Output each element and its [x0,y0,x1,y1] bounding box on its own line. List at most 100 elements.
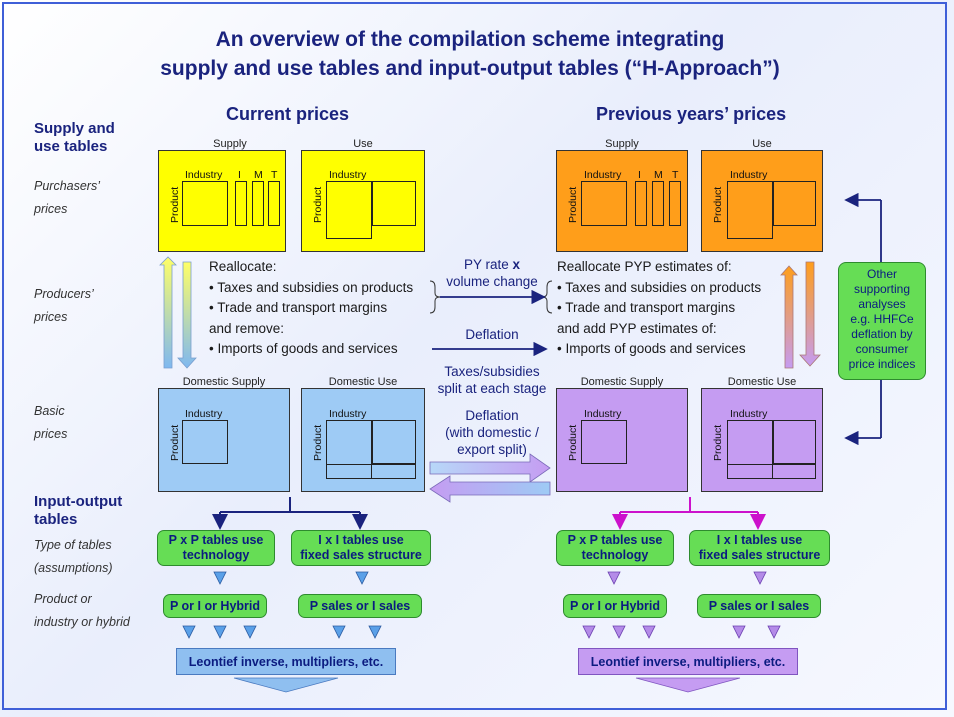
p-or-i-hybrid-box-previous: P or I or Hybrid [563,594,667,618]
left-text-line3: • Trade and transport margins [209,300,388,315]
slide-frame [2,2,947,710]
deflation-split-line3: export split) [457,442,527,457]
right-down-arrow [799,261,821,367]
industry-label: Industry [329,408,367,420]
deflation-split-line1: Deflation [465,408,519,423]
t-column [669,181,681,226]
purchasers-prices-label: Purchasers’ prices [34,175,100,221]
deflation-left-arrow [429,475,551,503]
io-heading-line1: Input-output [34,493,123,510]
left-brace [429,280,441,314]
left-text-line1: Reallocate: [209,259,277,274]
left-text-line4: and remove: [209,320,285,336]
use-bottom-row [727,464,816,479]
other-analyses-box: Other supporting analyses e.g. HHFCe def… [838,262,926,380]
ixi-line2: fixed sales structure [300,548,422,562]
right-text-line5: • Imports of goods and services [557,341,746,356]
left-text-line5: • Imports of goods and services [209,341,398,356]
chevron-down-icon [607,571,621,585]
domestic-supply-table-current: Industry Product [158,388,290,492]
supply-label-previous: Supply [605,138,639,150]
right-text-line1: Reallocate PYP estimates of: [557,259,732,274]
other-box-line3: analyses [858,297,906,311]
purchasers-line2: prices [34,202,68,216]
p-sales-box-current: P sales or I sales [298,594,422,618]
chevron-down-icon [753,571,767,585]
i-column [235,181,247,226]
chevron-down-icon [732,625,746,639]
right-reallocate-text: Reallocate PYP estimates of: • Taxes and… [557,257,761,360]
chevron-down-icon [368,625,382,639]
taxes-split-line2: split at each stage [437,381,547,396]
title-line2: supply and use tables and input-output t… [160,57,780,80]
product-line2: industry or hybrid [34,615,130,629]
industry-block [581,181,627,226]
chevron-down-icon [213,571,227,585]
pxp-line2: technology [182,548,250,562]
supply-label-current: Supply [213,138,247,150]
industry-block [182,420,228,464]
sut-heading: Supply and use tables [34,120,115,156]
other-box-line2: supporting [853,282,911,296]
m-label: M [254,169,263,181]
column-previous-prices: Previous years’ prices [596,104,787,124]
supply-table-previous: Industry I M T Product [556,150,688,252]
pxp-line1: P x P tables use [168,533,264,547]
producers-line2: prices [34,310,68,324]
use-final-demand-block [372,181,416,226]
use-industry-block [727,181,773,239]
use-final-demand-block [372,420,416,464]
industry-label: Industry [730,408,768,420]
p-or-i-hybrid-box-current: P or I or Hybrid [163,594,267,618]
domestic-supply-label-current: Domestic Supply [182,376,266,388]
domestic-use-table-current: Industry Product [301,388,425,492]
supply-table-current: Industry I M T Product [158,150,286,252]
right-text-line4: and add PYP estimates of: [557,320,717,336]
producers-line1: Producers’ [34,287,94,301]
deflation-label: Deflation [465,327,519,342]
m-column [652,181,664,226]
py-rate-label: PY rate [463,257,509,272]
left-reallocate-text: Reallocate: • Taxes and subsidies on pro… [209,257,413,360]
use-label-current: Use [353,138,373,150]
column-current-prices: Current prices [226,104,350,124]
leontief-bar-previous: Leontief inverse, multipliers, etc. [578,648,798,675]
chevron-down-icon [332,625,346,639]
industry-label: Industry [584,169,622,181]
use-table-current: Industry Product [301,150,425,252]
basic-line1: Basic [34,404,65,418]
p-sales-box-previous: P sales or I sales [697,594,821,618]
taxes-split-text: Taxes/subsidies split at each stage [426,363,558,397]
basic-prices-label: Basic prices [34,400,67,446]
ixi-line2: fixed sales structure [698,548,821,562]
industry-label: Industry [584,408,622,420]
leontief-down-arrow-current [233,677,339,693]
t-column [268,181,280,226]
t-label: T [271,169,278,181]
pxp-line1: P x P tables use [567,533,663,547]
title-line1: An overview of the compilation scheme in… [215,28,725,51]
domestic-supply-label-previous: Domestic Supply [580,376,664,388]
m-column [252,181,264,226]
type-line1: Type of tables [34,538,112,552]
left-up-arrow [159,256,177,369]
sut-heading-line1: Supply and [34,120,115,137]
use-final-demand-block [773,181,816,226]
sut-heading-line2: use tables [34,138,108,155]
leontief-bar-current: Leontief inverse, multipliers, etc. [176,648,396,675]
left-text-line2: • Taxes and subsidies on products [209,279,414,295]
industry-block [581,420,627,464]
right-text-line3: • Trade and transport margins [557,300,736,315]
chevron-down-icon [767,625,781,639]
domestic-use-table-previous: Industry Product [701,388,823,492]
type-line2: (assumptions) [34,561,113,575]
product-line1: Product or [34,592,92,606]
basic-line2: prices [34,427,68,441]
chevron-down-icon [213,625,227,639]
i-label: I [638,169,641,181]
